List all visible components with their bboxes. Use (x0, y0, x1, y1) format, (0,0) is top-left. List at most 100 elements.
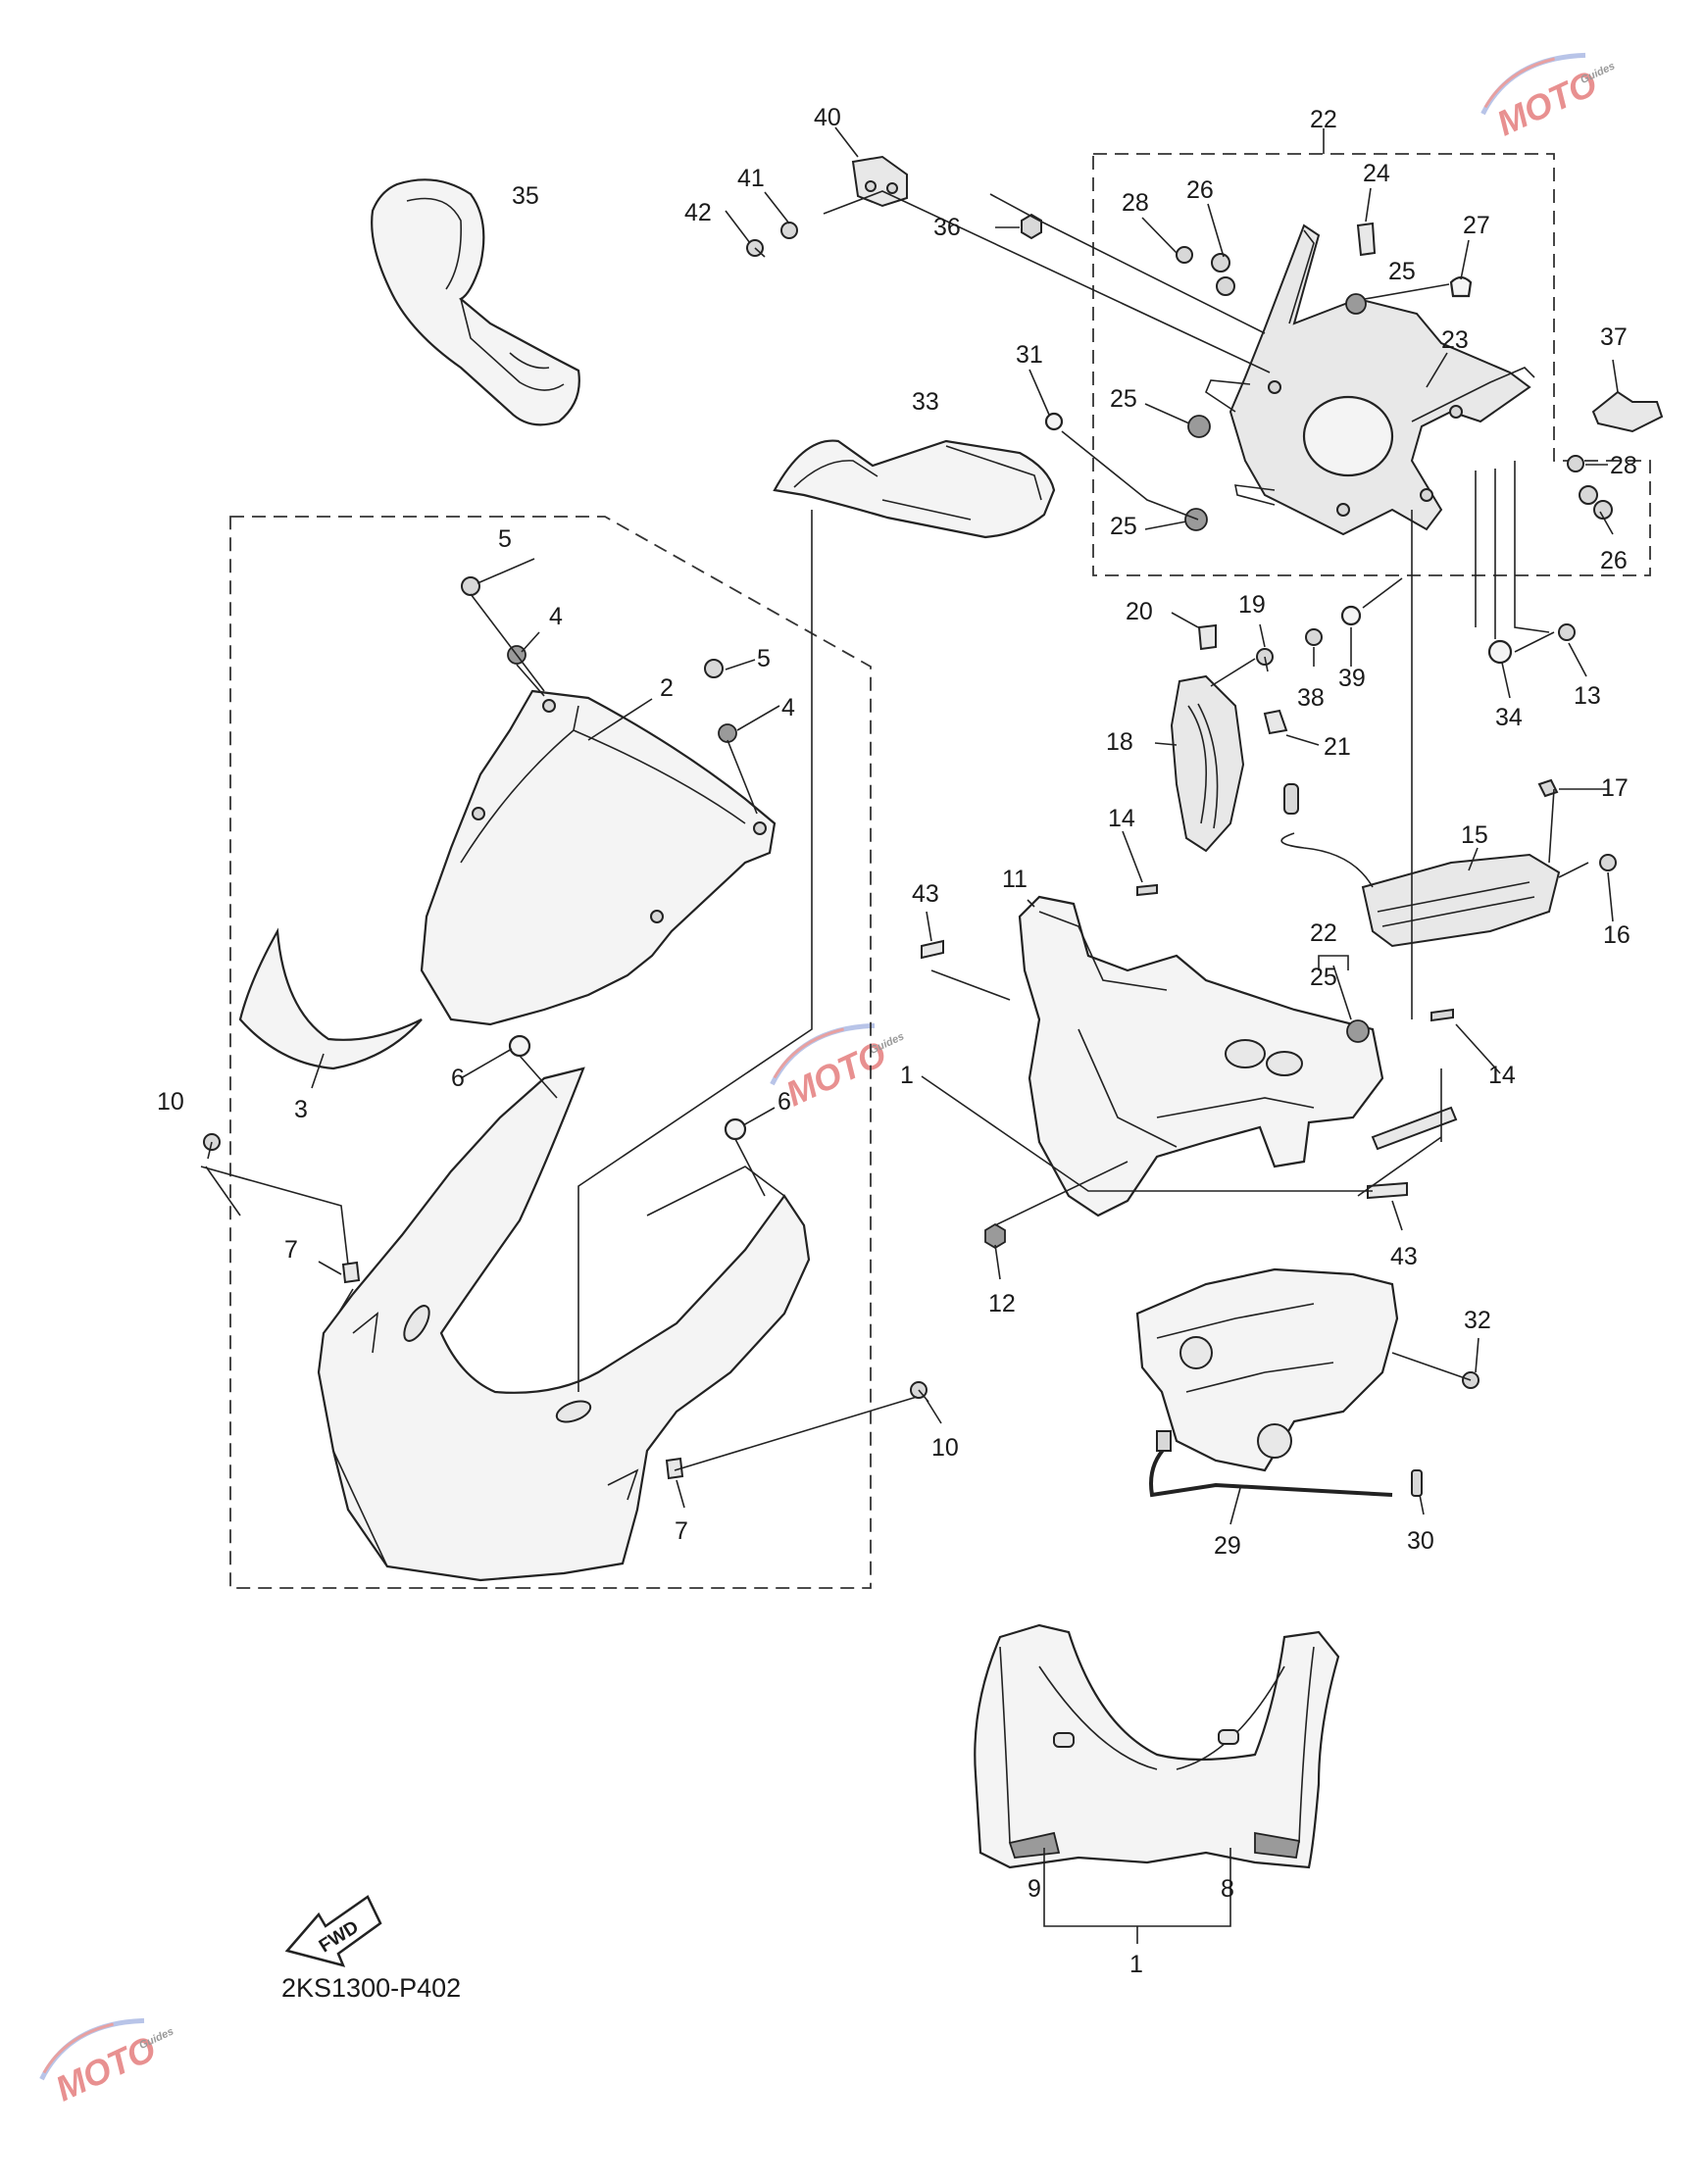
part-42-screw (746, 239, 766, 258)
part-5-screw-b (704, 659, 724, 678)
callout-35: 35 (512, 182, 539, 210)
part-26-collar-a (1211, 253, 1235, 296)
callout-10: 10 (931, 1434, 959, 1462)
callout-40: 40 (814, 104, 841, 131)
part-19-screw (1256, 648, 1274, 672)
part-17-clip (1537, 778, 1559, 798)
part-12-nut (984, 1222, 1006, 1250)
callout-4: 4 (549, 603, 563, 630)
part-43-pad-a (921, 939, 944, 960)
part-14b-bracket (1371, 1106, 1458, 1151)
callout-3: 3 (294, 1096, 308, 1123)
part-28-nut-a (1176, 246, 1193, 264)
callout-21: 21 (1324, 733, 1351, 761)
callout-13: 13 (1574, 682, 1601, 710)
part-25-grommet-a (1345, 293, 1367, 315)
callout-16: 16 (1603, 921, 1630, 949)
callout-25: 25 (1110, 513, 1137, 540)
callout-12: 12 (988, 1290, 1016, 1317)
callout-23: 23 (1441, 326, 1469, 354)
part-28-nut-b (1567, 455, 1584, 472)
part-11-inner-panel (1018, 895, 1384, 1217)
callout-19: 19 (1238, 591, 1266, 619)
callout-41: 41 (737, 165, 765, 192)
callout-7: 7 (284, 1236, 298, 1264)
part-18-light (1170, 674, 1245, 853)
part-10-screw-a (203, 1133, 221, 1160)
part-4-nut-b (718, 723, 737, 743)
callout-22: 22 (1310, 919, 1337, 947)
callout-26: 26 (1186, 176, 1214, 204)
callout-25: 25 (1388, 258, 1416, 285)
callout-22: 22 (1310, 106, 1337, 133)
part-34-grommet (1487, 639, 1513, 665)
callout-31: 31 (1016, 341, 1043, 369)
callout-36: 36 (933, 214, 961, 241)
callout-8: 8 (1221, 1875, 1234, 1903)
part-41-nut (780, 222, 798, 239)
callout-1: 1 (1129, 1951, 1143, 1978)
callout-28: 28 (1122, 189, 1149, 217)
group-box-22 (1092, 153, 1651, 576)
diagram-code: 2KS1300-P402 (281, 1973, 461, 2003)
part-37-clamp (1591, 390, 1664, 433)
watermark-top-right: MOTO Guides (1480, 52, 1617, 143)
group-box-windshield-cowl (229, 516, 872, 1589)
callout-5: 5 (498, 525, 512, 553)
part-6-grommet-a (508, 1034, 531, 1058)
callout-33: 33 (912, 388, 939, 416)
callout-28: 28 (1610, 452, 1637, 479)
callout-5: 5 (757, 645, 771, 672)
headlight-assembly (1135, 1267, 1399, 1472)
callout-17: 17 (1601, 774, 1629, 802)
part-31-washer (1044, 412, 1064, 431)
part-43-pad-b (1367, 1181, 1408, 1200)
part-5-screw-a (461, 576, 480, 596)
callout-29: 29 (1214, 1532, 1241, 1560)
callout-labels: 22 40 41 42 36 28 26 24 27 25 23 25 25 3… (157, 104, 1637, 1978)
callout-38: 38 (1297, 684, 1325, 712)
part-10-screw-b (910, 1381, 929, 1403)
part-6-grommet-b (724, 1117, 747, 1141)
part-36-nut (1021, 213, 1042, 240)
callout-14: 14 (1108, 805, 1135, 832)
callout-6: 6 (777, 1088, 791, 1116)
part-1-front-cowl (974, 1623, 1340, 1869)
callout-26: 26 (1600, 547, 1628, 574)
callout-27: 27 (1463, 212, 1490, 239)
callout-6: 6 (451, 1065, 465, 1092)
callout-2: 2 (660, 674, 674, 702)
callout-1: 1 (900, 1062, 914, 1089)
leader-lines (200, 126, 1619, 1944)
fwd-arrow-icon: FWD (284, 1895, 382, 1967)
callout-25: 25 (1310, 964, 1337, 991)
part-23-stay (1205, 223, 1535, 536)
callout-37: 37 (1600, 323, 1628, 351)
part-24-clip (1356, 222, 1377, 257)
part-35-mirror (371, 178, 580, 426)
part-7-clip-b (665, 1457, 684, 1480)
part-2-windshield (420, 689, 777, 1026)
part-21-clip (1263, 709, 1288, 735)
callout-10: 10 (157, 1088, 184, 1116)
part-25-grommet-b (1187, 415, 1211, 438)
callout-43: 43 (1390, 1243, 1418, 1270)
part-27-cap (1449, 275, 1473, 298)
part-38-screw (1305, 628, 1323, 646)
callout-20: 20 (1126, 598, 1153, 625)
callout-7: 7 (675, 1517, 688, 1545)
part-14-strip-b (1430, 1008, 1454, 1022)
callout-39: 39 (1338, 665, 1366, 692)
part-16-screw (1599, 854, 1617, 871)
callout-25: 25 (1110, 385, 1137, 413)
part-20-clip (1197, 623, 1217, 651)
callout-4: 4 (781, 694, 795, 721)
callout-43: 43 (912, 880, 939, 908)
part-33-side-cover (773, 439, 1056, 539)
part-3-deflector (238, 927, 423, 1070)
part-29-harness (1149, 1430, 1393, 1498)
callout-9: 9 (1028, 1875, 1041, 1903)
watermark-bottom-left: MOTO Guides (39, 2017, 176, 2109)
callout-32: 32 (1464, 1307, 1491, 1334)
